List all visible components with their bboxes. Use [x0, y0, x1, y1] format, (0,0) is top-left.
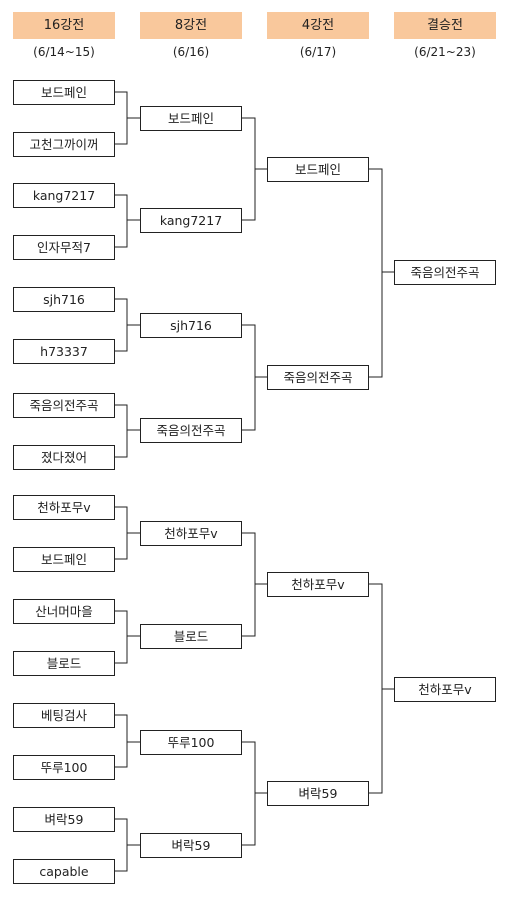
- r8-player-8: 벼락59: [140, 833, 242, 858]
- r16-player-3: kang7217: [13, 183, 115, 208]
- r16-player-15: 벼락59: [13, 807, 115, 832]
- r16-player-2: 고천그까이꺼: [13, 132, 115, 157]
- r8-player-6: 블로드: [140, 624, 242, 649]
- connector-r16-2: [115, 194, 140, 248]
- final-player-2: 천하포무v: [394, 677, 496, 702]
- round-header-16: 16강전: [13, 12, 115, 39]
- connector-r16-3: [115, 298, 140, 352]
- r16-player-9: 천하포무v: [13, 495, 115, 520]
- connector-r16-1: [115, 91, 140, 145]
- connector-r16-6: [115, 610, 140, 664]
- r8-player-5: 천하포무v: [140, 521, 242, 546]
- r8-player-2: kang7217: [140, 208, 242, 233]
- r8-player-3: sjh716: [140, 313, 242, 338]
- r4-player-4: 벼락59: [267, 781, 369, 806]
- connector-r16-7: [115, 714, 140, 768]
- r8-player-1: 보드페인: [140, 106, 242, 131]
- r8-player-7: 뚜루100: [140, 730, 242, 755]
- r16-player-6: h73337: [13, 339, 115, 364]
- connector-r16-8: [115, 818, 140, 872]
- round-dates-16: (6/14~15): [33, 45, 95, 59]
- r16-player-13: 베팅검사: [13, 703, 115, 728]
- r16-player-1: 보드페인: [13, 80, 115, 105]
- r8-player-4: 죽음의전주곡: [140, 418, 242, 443]
- round-dates-8: (6/16): [172, 45, 210, 59]
- r16-player-14: 뚜루100: [13, 755, 115, 780]
- r16-player-5: sjh716: [13, 287, 115, 312]
- r4-player-3: 천하포무v: [267, 572, 369, 597]
- r16-player-11: 산너머마을: [13, 599, 115, 624]
- connector-r8-1: [242, 117, 267, 221]
- connector-r4-2: [369, 583, 394, 794]
- r16-player-12: 블로드: [13, 651, 115, 676]
- r16-player-4: 인자무적7: [13, 235, 115, 260]
- r16-player-16: capable: [13, 859, 115, 884]
- r16-player-7: 죽음의전주곡: [13, 393, 115, 418]
- r4-player-1: 보드페인: [267, 157, 369, 182]
- connector-r8-3: [242, 532, 267, 637]
- connector-r8-4: [242, 741, 267, 846]
- connector-r16-4: [115, 404, 140, 458]
- round-header-final: 결승전: [394, 12, 496, 39]
- round-dates-final: (6/21~23): [414, 45, 476, 59]
- r16-player-10: 보드페인: [13, 547, 115, 572]
- round-header-4: 4강전: [267, 12, 369, 39]
- connector-r8-2: [242, 324, 267, 431]
- connector-r16-5: [115, 506, 140, 560]
- final-player-1: 죽음의전주곡: [394, 260, 496, 285]
- round-dates-4: (6/17): [299, 45, 337, 59]
- connector-r4-1: [369, 168, 394, 378]
- r16-player-8: 졌다졌어: [13, 445, 115, 470]
- round-header-8: 8강전: [140, 12, 242, 39]
- r4-player-2: 죽음의전주곡: [267, 365, 369, 390]
